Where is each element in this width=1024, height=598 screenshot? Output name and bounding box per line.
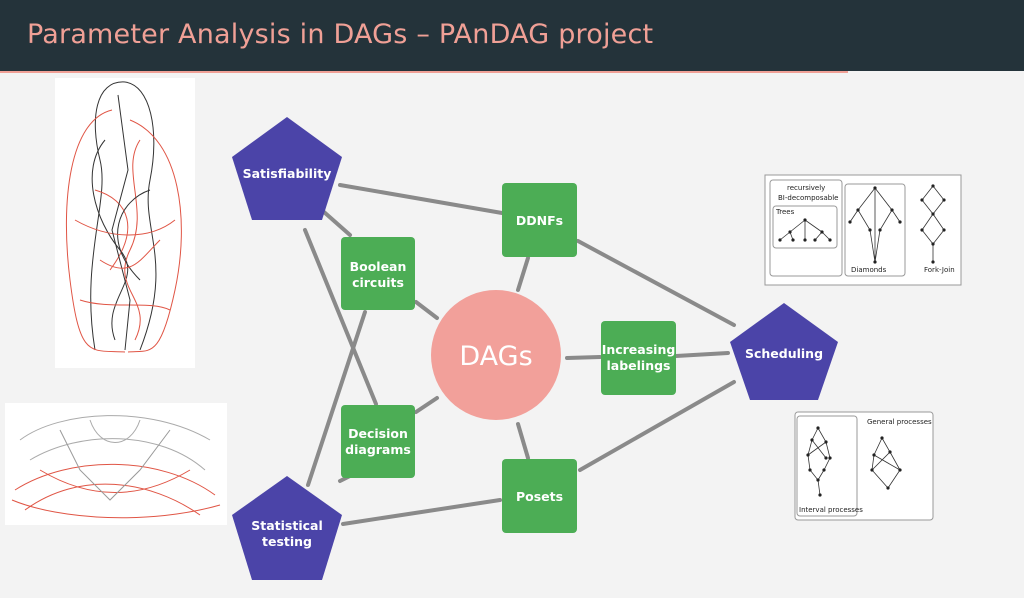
class-label-recursively: recursively <box>787 184 825 192</box>
edges <box>303 183 736 526</box>
satisfiability-label: Satisfiability <box>243 166 332 181</box>
processes-thumbnail: General processes Interval processes <box>794 411 934 521</box>
decision-label-line1: Decision <box>348 426 408 441</box>
edge-satisfiability-boolean <box>322 210 352 237</box>
title-bar: Parameter Analysis in DAGs – PAnDAG proj… <box>0 0 1024 71</box>
boolean-label-line1: Boolean <box>350 259 407 274</box>
edge-boolean-dags <box>414 300 439 320</box>
pentagon-satisfiability: Satisfiability <box>232 117 342 220</box>
dags-label: DAGs <box>459 341 532 372</box>
dag-thumbnail-tall <box>55 78 195 368</box>
decision-label-line2: diagrams <box>345 442 411 457</box>
edge-increasing-scheduling <box>674 351 730 358</box>
dags-node: DAGs <box>431 290 561 420</box>
box-decision-diagrams: Decision diagrams <box>341 405 415 478</box>
general-processes-label: General processes <box>867 418 932 426</box>
box-increasing-labelings: Increasing labelings <box>601 321 676 395</box>
posets-label: Posets <box>516 489 563 504</box>
edge-dags-decision <box>414 396 439 414</box>
edge-satisfiability-decision <box>303 228 378 406</box>
edge-boolean-statistical <box>306 310 367 487</box>
box-boolean-circuits: Boolean circuits <box>341 237 415 310</box>
boolean-label-line2: circuits <box>352 275 404 290</box>
edge-satisfiability-ddnfs <box>338 183 504 215</box>
scheduling-label: Scheduling <box>745 346 823 361</box>
increasing-label-line2: labelings <box>606 358 670 373</box>
class-label-diamonds: Diamonds <box>851 266 887 274</box>
interval-processes-label: Interval processes <box>799 506 863 514</box>
class-label-bi-decomposable: BI-decomposable <box>778 194 838 202</box>
edge-statistical-posets <box>341 498 502 526</box>
class-label-trees: Trees <box>775 208 795 216</box>
pentagon-scheduling: Scheduling <box>730 303 838 400</box>
box-ddnfs: DDNFs <box>502 183 577 257</box>
slide-title: Parameter Analysis in DAGs – PAnDAG proj… <box>27 19 654 50</box>
statistical-label-line2: testing <box>262 534 312 549</box>
pentagon-statistical-testing: Statistical testing <box>232 476 342 580</box>
edge-ddnfs-scheduling <box>576 239 736 327</box>
dag-classes-thumbnail: recursively BI-decomposable Trees Diamon… <box>764 174 962 286</box>
increasing-label-line1: Increasing <box>602 342 676 357</box>
ddnfs-label: DDNFs <box>516 213 563 228</box>
statistical-label-line1: Statistical <box>251 518 323 533</box>
edge-posets-scheduling <box>578 380 736 472</box>
box-posets: Posets <box>502 459 577 533</box>
edge-ddnfs-dags <box>516 256 530 292</box>
class-label-fork-join: Fork-Join <box>924 266 955 274</box>
dag-thumbnail-wide <box>5 403 227 525</box>
title-underline <box>0 71 848 73</box>
edge-dags-posets <box>516 422 530 460</box>
edge-dags-increasing <box>565 355 602 360</box>
